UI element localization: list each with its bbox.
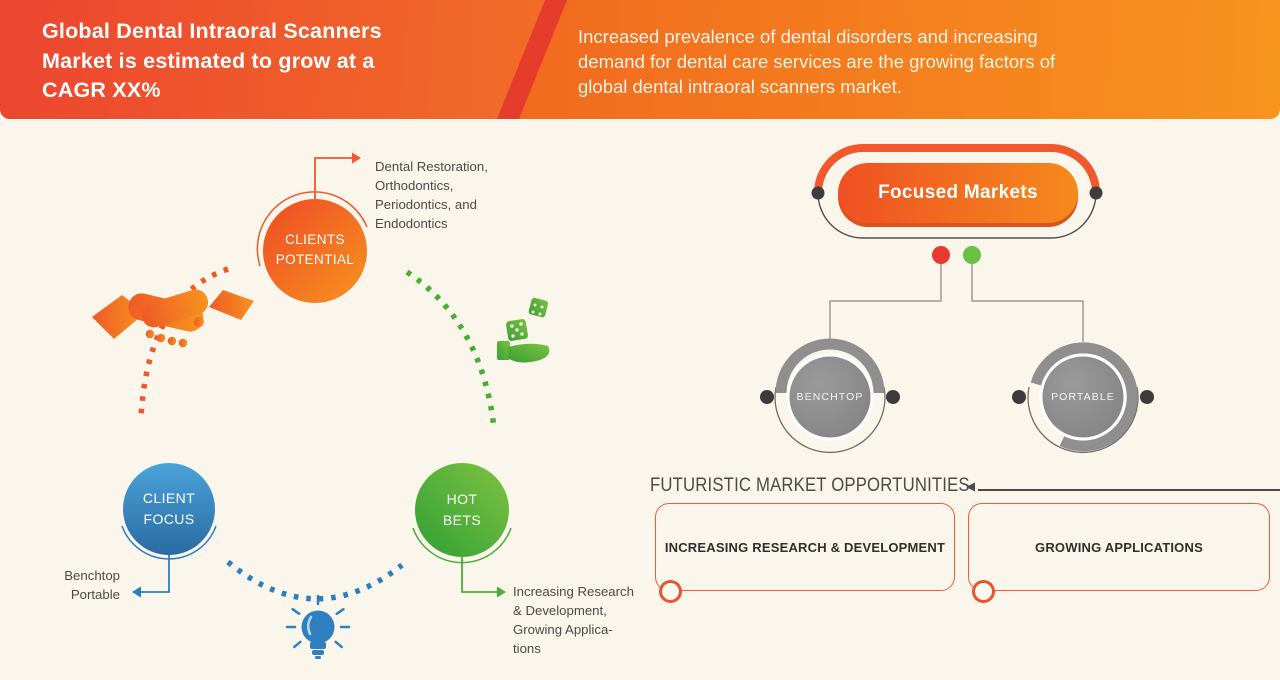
red-branch-dot: [932, 246, 950, 264]
opportunity-label: INCREASING RESEARCH & DEVELOPMENT: [664, 539, 946, 555]
opportunities-heading: FUTURISTIC MARKET OPPORTUNITIES: [650, 475, 970, 496]
hot-bets-annotation: Increasing Research & Development, Growi…: [513, 584, 634, 657]
dotted-arc-blue: [226, 559, 404, 602]
client-focus-label: CLIENT FOCUS: [142, 490, 196, 527]
header-banner: Global Dental Intraoral Scanners Market …: [0, 0, 1280, 119]
hot-bets-arrow: [461, 557, 506, 598]
clients-potential-annotation: Dental Restoration, Orthodontics, Period…: [375, 159, 488, 232]
portable-node: [1012, 342, 1154, 454]
handshake-icon: [92, 289, 254, 348]
clients-potential-arrow: [314, 152, 361, 199]
hot-bets-circle: [415, 463, 509, 557]
focused-markets-node: [811, 144, 1103, 239]
benchtop-label: BENCHTOP: [796, 391, 864, 403]
page-subtitle: Increased prevalence of dental disorders…: [578, 26, 1056, 98]
header-background-left: [0, 0, 545, 119]
focused-markets-label: Focused Markets: [878, 182, 1038, 203]
corner-ring-icon: [972, 580, 995, 603]
client-focus-arrow: [132, 555, 170, 598]
clients-potential-circle: [263, 199, 367, 303]
green-branch-dot: [963, 246, 981, 264]
client-focus-circle: [123, 463, 215, 555]
opportunity-label: GROWING APPLICATIONS: [1035, 539, 1203, 555]
opportunity-box-growing-applications: GROWING APPLICATIONS: [968, 503, 1270, 603]
page-title: Global Dental Intraoral Scanners Market …: [42, 19, 382, 103]
dice-hand-icon: [497, 297, 550, 363]
opportunities-pointer: [966, 482, 1280, 492]
opportunity-box-research-development: INCREASING RESEARCH & DEVELOPMENT: [655, 503, 955, 603]
dotted-arc-green: [405, 269, 497, 429]
client-focus-annotation: Benchtop Portable: [64, 568, 120, 603]
corner-ring-icon: [659, 580, 682, 603]
hot-bets-label: HOT BETS: [442, 491, 482, 528]
tree-connectors: [829, 264, 1084, 342]
benchtop-node: [760, 338, 900, 454]
clients-potential-ring-arc: [256, 191, 368, 267]
portable-label: PORTABLE: [1051, 391, 1115, 403]
lightbulb-icon: [285, 594, 351, 659]
clients-potential-label: CLIENTS POTENTIAL: [275, 232, 355, 268]
